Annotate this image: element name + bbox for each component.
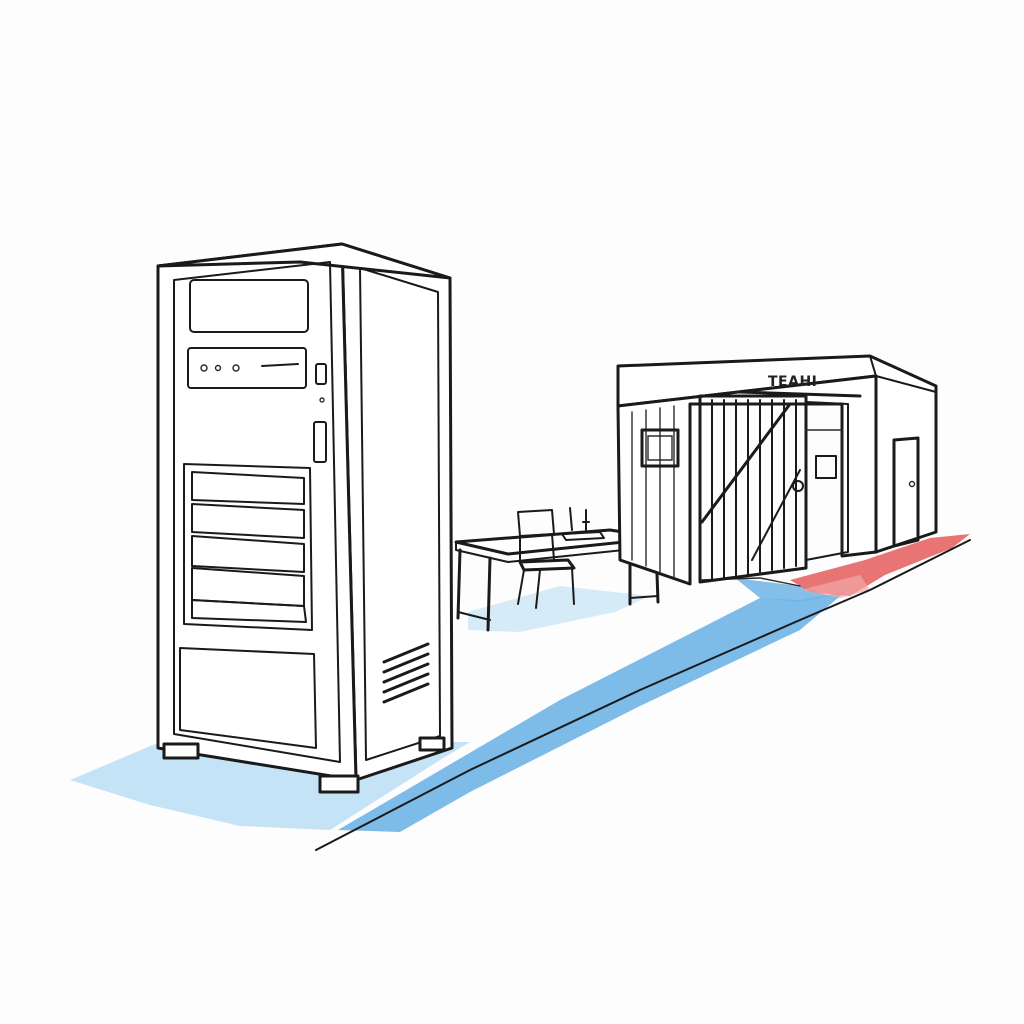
booth-side-door [892, 436, 920, 548]
work-table [454, 507, 664, 632]
booth-window-left-inner [647, 435, 673, 461]
booth-side-wall-edge [875, 375, 937, 393]
vent-louvre-5 [191, 599, 307, 623]
booth-front-wall [616, 374, 878, 586]
cabinet-foot-back [418, 736, 446, 752]
cabinet-lock [313, 421, 327, 463]
cabinet-side-inset [359, 267, 441, 761]
booth-gate-brace [700, 402, 792, 524]
red-floor-path [790, 534, 970, 596]
floor-edge-line [315, 539, 971, 851]
table-tray [561, 531, 605, 541]
booth-gate-frame [698, 394, 808, 584]
chair-leg-3 [535, 569, 541, 609]
cabinet-switch [315, 363, 327, 385]
booth-sign: TEAHI [768, 374, 817, 390]
chair-leg-2 [571, 567, 575, 605]
vent-louvre-2 [191, 503, 305, 539]
red-floor-path-fade [800, 575, 870, 598]
cabinet-bolt-icon [319, 397, 325, 403]
activity-led-icon [232, 364, 240, 372]
blue-floor-path-branch [735, 578, 830, 602]
cabinet-drive-bay [187, 347, 307, 389]
door-knob-icon [908, 480, 916, 488]
chair-leg-1 [517, 569, 525, 605]
booth-gate-top-rail [738, 390, 862, 398]
gate-latch-icon [792, 480, 804, 492]
booth-building: TEAHI [616, 354, 938, 586]
table-leg-back-left [456, 548, 462, 620]
bottle-icon [582, 509, 590, 531]
status-led-icon [214, 364, 222, 372]
cabinet-foot-left [162, 742, 200, 760]
cabinet-front-frame [173, 261, 341, 763]
cabinet-front-panel [156, 242, 358, 782]
side-vent-grille [382, 642, 430, 704]
chair [517, 509, 576, 609]
booth-interior-depth [805, 429, 843, 551]
drive-slot-line [261, 363, 299, 367]
booth-window-inner [815, 455, 837, 479]
booth-window-left [640, 428, 680, 468]
cabinet-bottom-panel [179, 647, 317, 749]
pen-holder-icon [569, 507, 573, 531]
booth-interior [805, 401, 849, 561]
server-cabinet [156, 242, 454, 794]
table-floor-shadow [468, 586, 650, 632]
vent-frame [183, 463, 313, 631]
chair-back [517, 509, 555, 537]
vent-louvre-3 [191, 535, 305, 573]
table-rail-right [629, 595, 659, 599]
cabinet-side-panel [340, 242, 454, 782]
cabinet-display-slot [189, 279, 309, 333]
vent-louvre-1 [191, 471, 305, 505]
table-leg-front-left [486, 556, 492, 632]
chair-post [519, 533, 555, 563]
cabinet-top [156, 242, 452, 280]
booth-gate-brace-2 [751, 469, 801, 561]
table-rail [457, 611, 491, 621]
power-led-icon [200, 364, 208, 372]
chair-seat [518, 558, 576, 572]
cabinet-foot-right [318, 774, 360, 794]
